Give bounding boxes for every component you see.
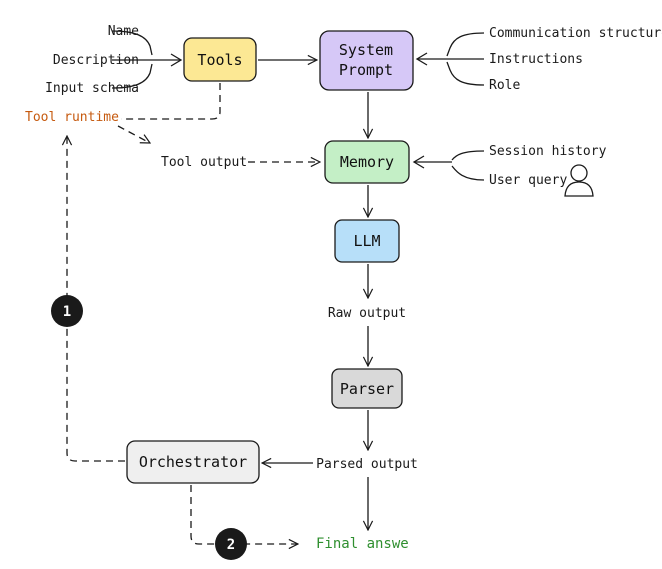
system-inputs-brace [418, 32, 485, 86]
orchestrator-box [126, 440, 260, 484]
tools-node: Tools [183, 37, 257, 82]
parser-label: Parser [340, 380, 394, 398]
tool-inputs-arrowhead [170, 53, 183, 67]
orchestrator-to-runtime-dashed [67, 136, 125, 462]
llm-node: LLM [334, 219, 400, 263]
memory-input-session-history: Session history [489, 144, 607, 159]
memory-label: Memory [340, 153, 394, 171]
system-inputs-group: Communication structure Instructions Rol… [415, 26, 662, 93]
step-2-number: 2 [227, 537, 235, 553]
tools-to-runtime-dashed [121, 83, 221, 120]
parser-box [331, 368, 403, 409]
memory-inputs-group: Session history User query [412, 144, 607, 197]
step-2-badge: 2 [215, 528, 247, 560]
user-icon [564, 164, 594, 197]
orchestrator-node: Orchestrator [126, 440, 260, 484]
llm-label: LLM [353, 232, 380, 250]
parsed-output-label: Parsed output [316, 457, 418, 472]
memory-input-user-query: User query [489, 173, 567, 188]
system-input-role: Role [489, 78, 520, 93]
runtime-to-tool-output-arrow [117, 125, 150, 143]
system-inputs-arrowhead [415, 52, 428, 66]
memory-node: Memory [324, 140, 410, 184]
system-prompt-label-line1: System [339, 41, 393, 59]
system-input-communication: Communication structure [489, 26, 662, 41]
memory-inputs-brace [414, 150, 485, 181]
tool-input-description: Description [53, 53, 139, 68]
tools-label: Tools [197, 51, 242, 69]
orchestrator-to-final-dashed [190, 485, 298, 544]
system-prompt-node: System Prompt [319, 30, 414, 91]
raw-output-label: Raw output [328, 306, 406, 321]
tool-inputs-group: Name Description Input schema [45, 24, 183, 96]
final-answer-label: Final answe [316, 536, 409, 552]
parser-node: Parser [331, 368, 403, 409]
system-input-instructions: Instructions [489, 52, 583, 67]
tool-inputs-brace [111, 30, 180, 89]
memory-box [324, 140, 410, 184]
tool-input-schema: Input schema [45, 81, 139, 96]
step-1-badge: 1 [51, 295, 83, 327]
memory-inputs-arrowhead [412, 155, 425, 169]
orchestrator-label: Orchestrator [139, 453, 247, 471]
tool-runtime-label: Tool runtime [25, 110, 119, 125]
tools-box [183, 37, 257, 82]
system-prompt-box [319, 30, 414, 91]
tool-output-label: Tool output [161, 155, 247, 170]
step-1-number: 1 [63, 304, 71, 320]
llm-box [334, 219, 400, 263]
system-prompt-label-line2: Prompt [339, 61, 393, 79]
